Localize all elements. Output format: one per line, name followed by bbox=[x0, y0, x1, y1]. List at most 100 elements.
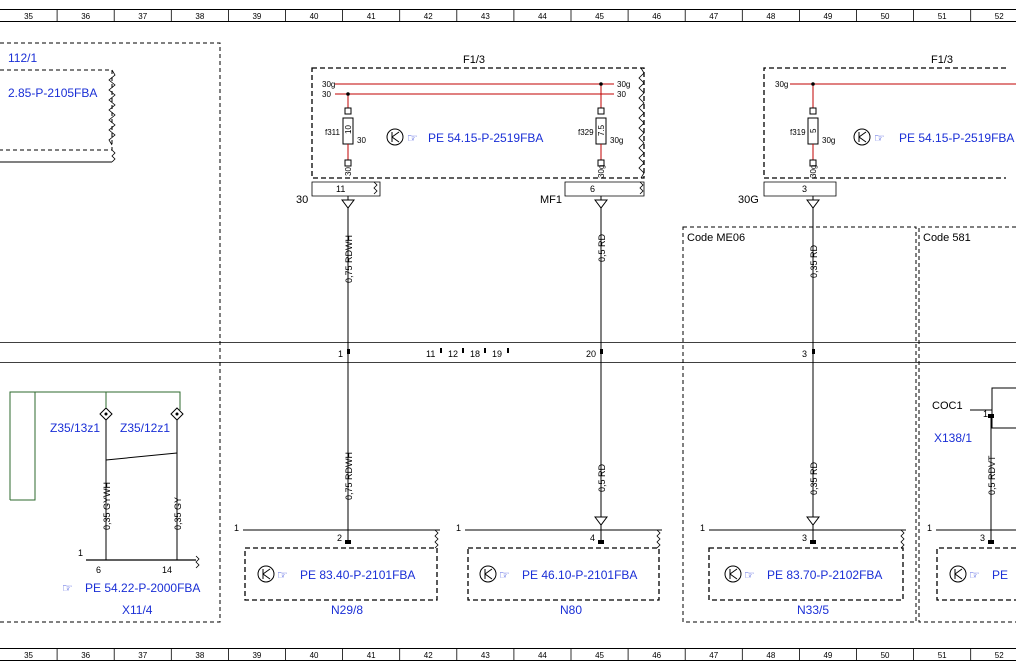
code-581-label: Code 581 bbox=[923, 232, 971, 244]
fusebox-a-pe-link[interactable]: PE 54.15-P-2519FBA bbox=[428, 131, 543, 145]
n29-pin-left: 1 bbox=[234, 523, 239, 533]
x138-pin: 1 bbox=[983, 409, 988, 419]
fusebox-a: F1/3 30g 30 30g 30 10 f311 30 30 7.5 f32… bbox=[311, 54, 645, 197]
n33-name[interactable]: N33/5 bbox=[797, 603, 829, 617]
bus-pin-12: 12 bbox=[448, 349, 458, 359]
top-ruler-label: 44 bbox=[538, 12, 547, 21]
bus-pin-19: 19 bbox=[492, 349, 502, 359]
x138-name[interactable]: X138/1 bbox=[934, 431, 972, 445]
bottom-ruler-label: 42 bbox=[424, 651, 433, 660]
top-ruler-label: 52 bbox=[995, 12, 1004, 21]
wire-2-bottom-label: 0,5 RD bbox=[597, 463, 607, 492]
code-me06-label: Code ME06 bbox=[687, 232, 745, 244]
fusebox-a-pin2: 6 bbox=[590, 184, 595, 194]
bottom-ruler-label: 40 bbox=[310, 651, 319, 660]
fusebox-a-title: F1/3 bbox=[463, 54, 485, 66]
code-box-me06: Code ME06 bbox=[682, 226, 917, 623]
fusebox-b-pe-link[interactable]: PE 54.15-P-2519FBA bbox=[899, 131, 1014, 145]
splice-z35-12z1-label[interactable]: Z35/12z1 bbox=[120, 421, 170, 435]
bus-pin-11: 11 bbox=[426, 349, 435, 359]
x11-pin-6: 6 bbox=[96, 565, 101, 575]
bottom-ruler-label: 48 bbox=[766, 651, 775, 660]
top-ruler-label: 35 bbox=[24, 12, 33, 21]
wire-3[interactable] bbox=[806, 196, 820, 540]
rail-30g-right: 30g bbox=[617, 80, 630, 89]
top-ruler-label: 40 bbox=[310, 12, 319, 21]
connector-bus: 1 11 12 18 19 20 3 bbox=[0, 342, 1016, 363]
top-ruler-label: 49 bbox=[823, 12, 832, 21]
fuse-f311-amp: 10 bbox=[344, 125, 353, 134]
fuse-f311-term: 30 bbox=[357, 136, 366, 145]
hand-pointer-icon: ☞ bbox=[874, 131, 885, 145]
module-right: 1 3 ☞ PE bbox=[927, 523, 1016, 601]
wire-1-bottom-label: 0,75 RDWH bbox=[344, 452, 354, 500]
bus-pin-20: 20 bbox=[586, 349, 596, 359]
bus-pin-18: 18 bbox=[470, 349, 480, 359]
fuse-f319-id: f319 bbox=[790, 128, 806, 137]
n29-name[interactable]: N29/8 bbox=[331, 603, 363, 617]
n29-pe-link[interactable]: PE 83.40-P-2101FBA bbox=[300, 568, 415, 582]
n29-pin: 2 bbox=[337, 533, 342, 543]
n33-pe-link[interactable]: PE 83.70-P-2102FBA bbox=[767, 568, 882, 582]
splice-z35-13z1-label[interactable]: Z35/13z1 bbox=[50, 421, 100, 435]
x11-name[interactable]: X11/4 bbox=[122, 603, 153, 617]
code-box-581: Code 581 bbox=[918, 226, 1016, 623]
wire-1[interactable] bbox=[341, 196, 355, 540]
fusebox-b: F1/3 30g 5 f319 30g 30g ☞ PE 54.15-P-251… bbox=[763, 54, 1016, 197]
top-ruler-label: 45 bbox=[595, 12, 604, 21]
top-ruler-label: 39 bbox=[252, 12, 261, 21]
top-ruler-label: 48 bbox=[766, 12, 775, 21]
splice-z35-13z1[interactable] bbox=[99, 407, 113, 560]
hand-pointer-icon: ☞ bbox=[407, 131, 418, 145]
wire-gywh-label: 0,35 GYWH bbox=[102, 482, 112, 530]
transistor-icon bbox=[949, 565, 967, 583]
connector-x11-4: 1 6 14 ☞ PE 54.22-P-2000FBA X11/4 bbox=[62, 548, 200, 617]
bottom-ruler-label: 43 bbox=[481, 651, 490, 660]
fuse-f319-amp: 5 bbox=[809, 128, 818, 133]
x11-pin-14: 14 bbox=[162, 565, 172, 575]
fuse-f311-out: 30 bbox=[344, 167, 353, 176]
splice-z35-12z1[interactable] bbox=[170, 407, 184, 560]
ground-wire[interactable] bbox=[9, 391, 181, 500]
fuse-f319-term: 30g bbox=[822, 136, 835, 145]
fusebox-b-rail: 30g bbox=[775, 80, 788, 89]
top-ruler-label: 37 bbox=[138, 12, 147, 21]
bottom-ruler-label: 35 bbox=[24, 651, 33, 660]
fuse-f329-term: 30g bbox=[610, 136, 623, 145]
right-module-pe-link[interactable]: PE bbox=[992, 568, 1008, 582]
hand-pointer-icon: ☞ bbox=[499, 568, 510, 582]
wire-2[interactable] bbox=[594, 196, 608, 540]
rail-30-right: 30 bbox=[617, 90, 626, 99]
signal-30: 30 bbox=[296, 194, 308, 206]
bottom-ruler-label: 52 bbox=[995, 651, 1004, 660]
x11-pin-1: 1 bbox=[78, 548, 83, 558]
wire-gy-label: 0,35 GY bbox=[173, 497, 183, 530]
wire-1-top-label: 0,75 RDWH bbox=[344, 235, 354, 283]
n80-pin-left: 1 bbox=[456, 523, 461, 533]
n80-pe-link[interactable]: PE 46.10-P-2101FBA bbox=[522, 568, 637, 582]
rail-30g-left: 30g bbox=[322, 80, 335, 89]
bottom-ruler-label: 45 bbox=[595, 651, 604, 660]
x11-pe-link[interactable]: PE 54.22-P-2000FBA bbox=[85, 581, 200, 595]
connector-x138-1: COC1 1 0,5 RDVT X138/1 bbox=[932, 387, 1016, 540]
fusebox-b-title: F1/3 bbox=[931, 54, 953, 66]
bottom-ruler-label: 46 bbox=[652, 651, 661, 660]
top-ruler-label: 46 bbox=[652, 12, 661, 21]
left-module-ref-top[interactable]: 112/1 bbox=[8, 51, 37, 65]
n33-pin: 3 bbox=[802, 533, 807, 543]
top-ruler-label: 43 bbox=[481, 12, 490, 21]
hand-pointer-icon: ☞ bbox=[62, 581, 73, 595]
module-n80: 1 4 ☞ PE 46.10-P-2101FBA N80 bbox=[456, 523, 662, 617]
n80-name[interactable]: N80 bbox=[560, 603, 582, 617]
bottom-ruler-label: 44 bbox=[538, 651, 547, 660]
left-module-pe-link[interactable]: 2.85-P-2105FBA bbox=[8, 86, 97, 100]
top-ruler-label: 38 bbox=[195, 12, 204, 21]
transistor-icon bbox=[479, 565, 497, 583]
bottom-ruler-label: 37 bbox=[138, 651, 147, 660]
hand-pointer-icon: ☞ bbox=[277, 568, 288, 582]
fuse-f329-id: f329 bbox=[578, 128, 594, 137]
fuse-f311-id: f311 bbox=[325, 128, 341, 137]
x138-coc: COC1 bbox=[932, 400, 963, 412]
